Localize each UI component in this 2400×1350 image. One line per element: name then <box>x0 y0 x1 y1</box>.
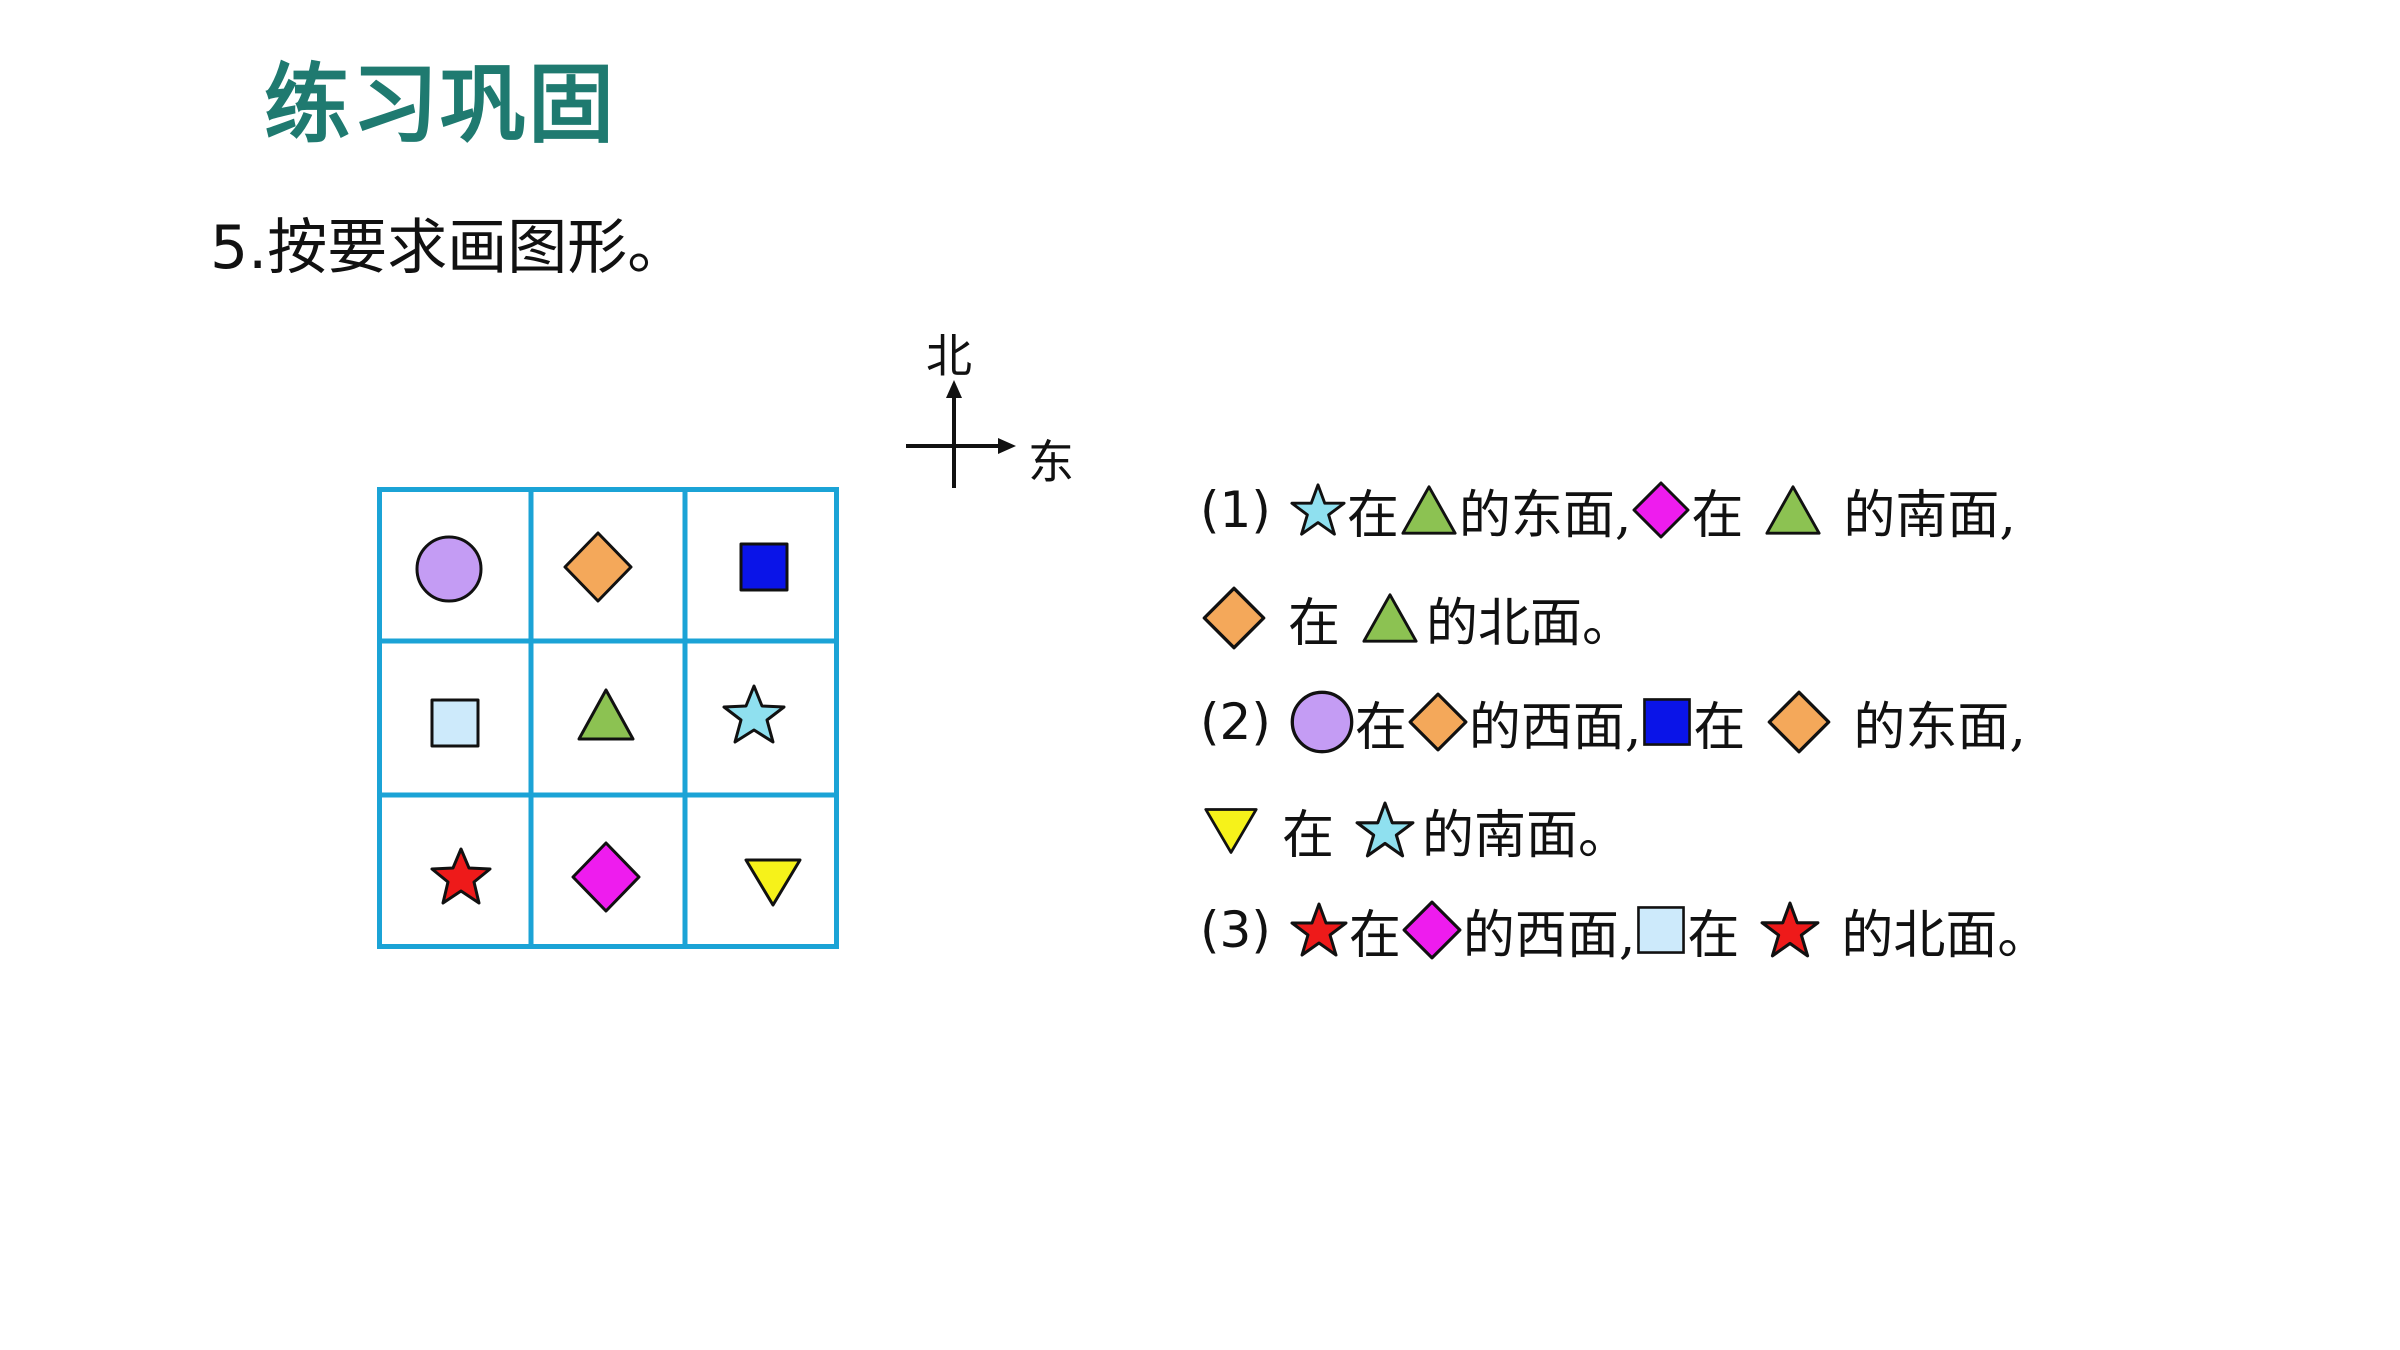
purple-circle-icon <box>415 535 483 603</box>
orange-diamond-icon <box>1408 692 1468 752</box>
cyan-star-icon <box>722 684 786 744</box>
yellow-down-triangle-icon <box>1204 808 1258 854</box>
purple-circle-icon <box>1290 690 1354 754</box>
compass-north-label: 北 <box>926 329 972 383</box>
blue-square-icon <box>739 542 789 592</box>
cyan-star-icon <box>1355 801 1415 858</box>
orange-diamond-icon <box>1202 586 1266 650</box>
magenta-diamond-icon <box>1402 900 1462 960</box>
yellow-down-triangle-icon <box>744 858 802 907</box>
question-number: 5. <box>210 213 268 283</box>
statement-2-line-1: (2) 在 的西面, 在 的东面, <box>1200 682 2026 762</box>
red-star-icon <box>430 847 492 905</box>
green-triangle-icon <box>1765 485 1821 535</box>
compass-arrows-icon <box>906 380 1016 488</box>
light-blue-square-icon <box>430 698 480 748</box>
compass-east-label: 东 <box>1028 435 1074 489</box>
statement-1-label: (1) <box>1200 481 1271 539</box>
shape-grid <box>377 487 839 949</box>
statement-3-label: (3) <box>1200 901 1271 959</box>
question-prompt: 5.按要求画图形。 <box>210 218 687 278</box>
statement-2-line-2: 在 的南面。 <box>1200 790 1630 870</box>
orange-diamond-icon <box>1768 690 1831 754</box>
orange-diamond-icon <box>563 531 633 603</box>
magenta-diamond-icon <box>1632 481 1690 539</box>
light-blue-square-icon <box>1637 906 1686 954</box>
question-text: 按要求画图形。 <box>267 213 688 283</box>
red-star-icon <box>1760 901 1820 958</box>
green-triangle-icon <box>1401 485 1457 535</box>
cyan-star-icon <box>1290 483 1346 536</box>
blue-square-icon <box>1643 698 1692 746</box>
green-triangle-icon <box>577 688 635 741</box>
statement-3-line-1: (3) 在 的西面, 在 的北面。 <box>1200 900 2050 966</box>
red-star-icon <box>1290 902 1348 957</box>
statement-2-label: (2) <box>1200 693 1271 751</box>
statement-1-line-2: 在 的北面。 <box>1200 578 1634 658</box>
magenta-diamond-icon <box>571 841 641 913</box>
statement-1-line-1: (1) 在 的东面, 在 的南面, <box>1200 481 2016 546</box>
page-title: 练习巩固 <box>264 55 616 155</box>
compass: 北 东 <box>900 320 1090 500</box>
green-triangle-icon <box>1362 593 1418 643</box>
